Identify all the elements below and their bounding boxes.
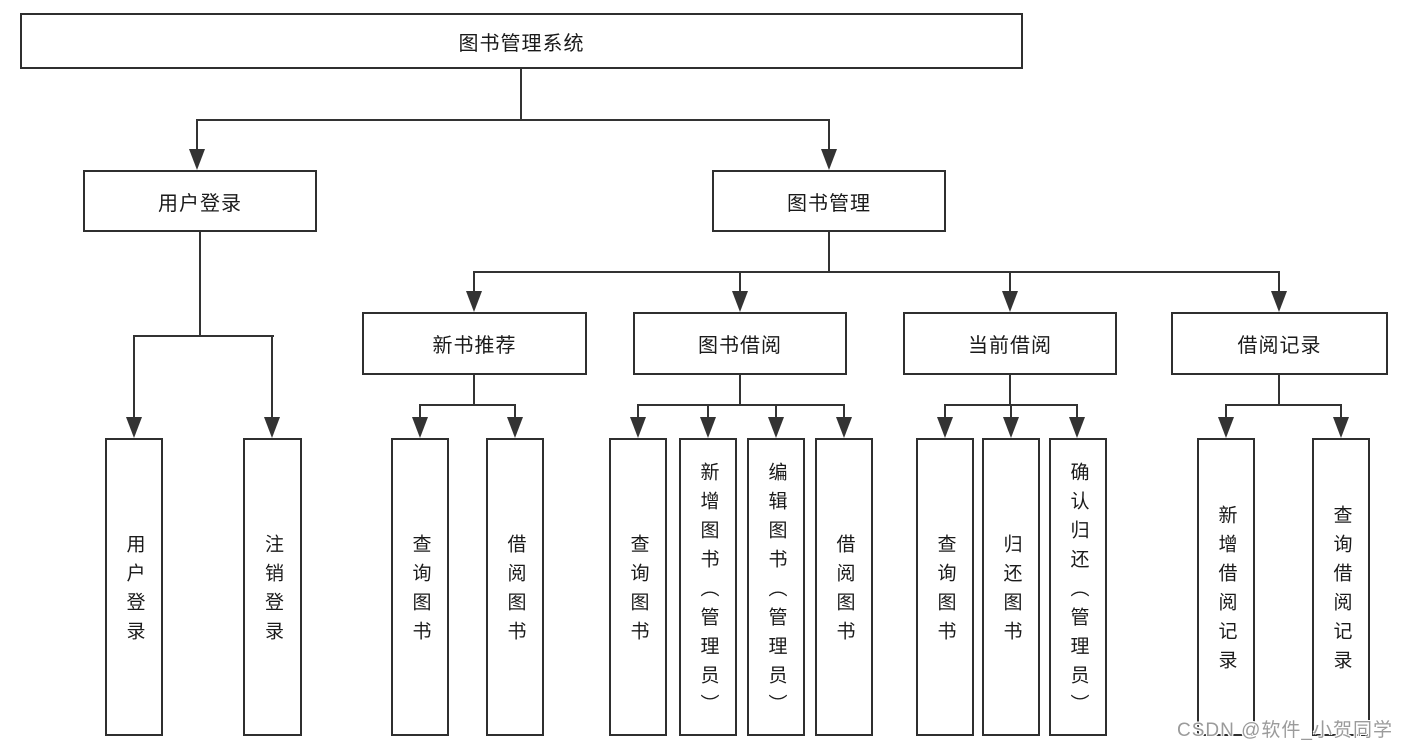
arrowhead-down-icon	[507, 417, 523, 438]
node-user-login: 用户登录	[83, 170, 317, 232]
connector-cb-stem	[1009, 375, 1011, 406]
node-leaf-bb-borrow-books: 借阅图书	[815, 438, 873, 736]
connector-nbr-rail	[419, 404, 516, 406]
node-label: 图书管理系统	[458, 32, 585, 55]
arrowhead-down-icon	[1333, 417, 1349, 438]
connector-drop-new-book-rec	[473, 271, 475, 292]
connector-drop-cb-return	[1010, 404, 1012, 417]
node-borrow-record: 借阅记录	[1171, 312, 1388, 375]
connector-bb-rail	[637, 404, 845, 406]
connector-drop-bb-query	[637, 404, 639, 417]
connector-drop-book-borrow	[739, 271, 741, 292]
node-label: 用户登录	[123, 534, 145, 650]
connector-drop-current-borrow	[1009, 271, 1011, 292]
connector-drop-bb-add	[707, 404, 709, 417]
node-leaf-logout: 注销登录	[243, 438, 302, 736]
node-leaf-nbr-borrow-books: 借阅图书	[486, 438, 544, 736]
arrowhead-down-icon	[937, 417, 953, 438]
connector-drop-br-query	[1340, 404, 1342, 417]
arrowhead-down-icon	[732, 291, 748, 312]
arrowhead-down-icon	[189, 149, 205, 170]
connector-drop-bb-edit	[775, 404, 777, 417]
arrowhead-down-icon	[836, 417, 852, 438]
node-label: 借阅记录	[1237, 335, 1322, 357]
arrowhead-down-icon	[1002, 291, 1018, 312]
connector-drop-ul-login	[133, 335, 135, 417]
connector-drop-nbr-query	[419, 404, 421, 417]
connector-root-stem	[520, 69, 522, 119]
connector-drop-bb-borrow	[843, 404, 845, 417]
arrowhead-down-icon	[821, 149, 837, 170]
connector-drop-nbr-borrow	[514, 404, 516, 417]
csdn-watermark: CSDN @软件_小贺同学	[1177, 720, 1393, 741]
node-leaf-br-add-record: 新增借阅记录	[1197, 438, 1255, 736]
node-leaf-bb-query-books: 查询图书	[609, 438, 667, 736]
connector-drop-ul-logout	[271, 335, 273, 417]
node-book-management: 图书管理	[712, 170, 946, 232]
node-leaf-bb-edit-books-admin: 编辑图书（管理员）	[747, 438, 805, 736]
arrowhead-down-icon	[700, 417, 716, 438]
node-leaf-cb-confirm-return-admin: 确认归还（管理员）	[1049, 438, 1107, 736]
node-label: 新书推荐	[432, 335, 517, 357]
arrowhead-down-icon	[412, 417, 428, 438]
node-label: 借阅图书	[833, 534, 855, 650]
connector-drop-book-mgmt	[828, 119, 830, 150]
node-label: 当前借阅	[968, 335, 1052, 357]
node-leaf-user-login: 用户登录	[105, 438, 163, 736]
connector-br-rail	[1225, 404, 1342, 406]
node-label: 查询图书	[934, 534, 956, 650]
connector-bb-stem	[739, 375, 741, 406]
node-leaf-br-query-record: 查询借阅记录	[1312, 438, 1370, 736]
arrowhead-down-icon	[630, 417, 646, 438]
connector-user-login-rail	[133, 335, 274, 337]
node-label: 新增借阅记录	[1215, 505, 1237, 679]
connector-book-mgmt-stem	[828, 232, 830, 273]
node-label: 图书管理	[787, 192, 871, 215]
node-label: 确认归还（管理员）	[1067, 461, 1089, 723]
node-leaf-bb-add-books-admin: 新增图书（管理员）	[679, 438, 737, 736]
arrowhead-down-icon	[768, 417, 784, 438]
node-label: 查询图书	[627, 534, 649, 650]
node-root-library-system: 图书管理系统	[20, 13, 1023, 69]
connector-nbr-stem	[473, 375, 475, 406]
connector-root-rail	[196, 119, 830, 121]
connector-drop-cb-confirm	[1076, 404, 1078, 417]
connector-drop-br-add	[1225, 404, 1227, 417]
connector-br-stem	[1278, 375, 1280, 406]
connector-drop-user-login	[196, 119, 198, 150]
node-leaf-cb-return-books: 归还图书	[982, 438, 1040, 736]
arrowhead-down-icon	[264, 417, 280, 438]
node-label: 归还图书	[1000, 534, 1022, 650]
node-label: 图书借阅	[698, 335, 782, 357]
arrowhead-down-icon	[126, 417, 142, 438]
connector-book-mgmt-rail	[474, 271, 1280, 273]
connector-drop-cb-query	[944, 404, 946, 417]
node-new-book-recommend: 新书推荐	[362, 312, 587, 375]
node-label: 新增图书（管理员）	[697, 461, 719, 723]
node-current-borrow: 当前借阅	[903, 312, 1117, 375]
arrowhead-down-icon	[1271, 291, 1287, 312]
node-label: 借阅图书	[504, 534, 526, 650]
node-label: 查询借阅记录	[1330, 505, 1352, 679]
node-label: 用户登录	[158, 192, 242, 215]
connector-drop-borrow-record	[1278, 271, 1280, 292]
arrowhead-down-icon	[1003, 417, 1019, 438]
node-label: 注销登录	[262, 534, 283, 650]
node-label: 编辑图书（管理员）	[765, 461, 787, 723]
node-leaf-nbr-query-books: 查询图书	[391, 438, 449, 736]
arrowhead-down-icon	[1069, 417, 1085, 438]
connector-user-login-stem	[199, 232, 201, 337]
arrowhead-down-icon	[1218, 417, 1234, 438]
node-book-borrow: 图书借阅	[633, 312, 847, 375]
node-label: 查询图书	[409, 534, 431, 650]
arrowhead-down-icon	[466, 291, 482, 312]
node-leaf-cb-query-books: 查询图书	[916, 438, 974, 736]
